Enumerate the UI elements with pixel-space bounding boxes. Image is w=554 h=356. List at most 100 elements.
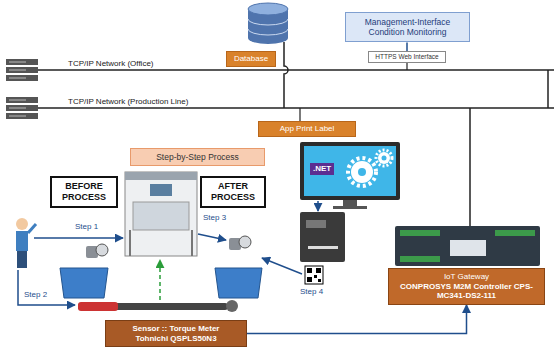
print-arrow [317,201,319,211]
node-text: CONPROSYS M2M Controller CPS-MC341-DS2-1… [392,282,541,301]
monitor-icon [378,152,390,164]
monitor-icon [348,158,376,186]
gateway-device [450,240,486,256]
stage-box: BEFORE PROCESS [50,176,118,208]
qr-code [318,279,321,282]
stage-box: AFTER PROCESS [200,176,266,208]
gauge-icon [229,236,251,250]
note-label: Step 2 [24,290,47,300]
sensor-box: Sensor :: Torque MeterTohnichi QSPLS50N3 [105,320,247,347]
monitor-icon [351,161,373,183]
machine-photo [191,230,193,256]
gateway-device [395,226,540,266]
worker-icon [16,218,28,230]
database-cylinder [248,19,288,25]
sensor-arrow [159,260,161,300]
qr-code [314,275,317,278]
printer-icon [306,220,326,228]
server-icon [6,97,38,103]
database-label: Database [226,51,276,67]
node-text: AFTER PROCESS [204,181,262,203]
qr-code [305,266,323,284]
qr-code [316,268,321,273]
monitor-icon [343,200,357,206]
note-label: Step 3 [203,213,226,223]
gateway-device [400,230,440,236]
qr-code [305,266,323,284]
network-line [38,107,554,109]
server-icon [9,62,26,63]
note-label: Step 4 [300,287,323,297]
monitor-icon [304,146,396,196]
web-link [406,62,407,70]
node-text: Step-by-Step Process [134,152,261,162]
network-line [38,69,554,71]
machine-photo [150,184,172,196]
node-text: IoT Gateway [392,272,541,282]
worker-icon [16,218,36,268]
machine-photo [125,172,197,256]
server-icon [6,105,38,111]
server-icon [6,97,38,119]
torque-wrench [78,303,228,310]
parts-bin [60,268,108,298]
server-icon [6,75,38,81]
node-text: Sensor :: Torque Meter [109,324,243,334]
qr-code [307,277,312,282]
node-text: HTTPS Web Interface [371,53,443,61]
server-icon [6,59,38,81]
printer-icon [300,212,345,262]
network-line [547,70,549,108]
machine-photo [129,230,131,256]
app-label: App Print Label [258,121,356,137]
server-icon [9,100,26,101]
connector [406,42,408,51]
monitor-icon [358,168,366,176]
parts-bin [215,268,262,298]
gateway-link [469,108,471,226]
step-arrow [198,234,226,240]
node-text: BEFORE PROCESS [54,181,114,203]
web-box: HTTPS Web Interface [368,51,446,63]
database-link [284,42,288,108]
platform-badge: .NET [310,163,334,175]
gateway-device [400,256,440,262]
machine-photo [125,172,197,256]
worker-icon [16,231,28,251]
qr-code [307,268,312,273]
node-text: Database [230,54,272,64]
node-text: Management-Interface Condition Monitorin… [349,17,466,37]
step-arrow [34,237,123,239]
note-label: TCP/IP Network (Office) [68,59,154,69]
machine-photo [133,202,189,230]
monitor-icon [300,142,400,200]
gateway-box: IoT GatewayCONPROSYS M2M Controller CPS-… [388,268,545,305]
note-label: Step 1 [75,222,98,232]
torque-wrench [78,302,118,311]
gateway-device [395,226,540,266]
torque-wrench [226,300,238,312]
database-cylinder [248,3,288,44]
monitor-icon [376,150,392,166]
database-cylinder [248,29,288,35]
gauge-icon [86,244,108,258]
worker-icon [28,224,36,233]
network-line [38,70,554,108]
gauge-icon [239,236,251,248]
note-label: TCP/IP Network (Production Line) [68,97,188,107]
monitor-icon [333,206,367,209]
process-banner: Step-by-Step Process [130,148,265,166]
server-icon [9,78,26,79]
torque-wrench [78,300,238,312]
printer-icon [308,246,338,249]
server-icon [6,113,38,119]
printer-icon [300,212,345,262]
server-icon [9,108,26,109]
interface-box: Management-Interface Condition Monitorin… [345,12,470,42]
worker-icon [17,251,27,268]
step-arrow [262,258,302,274]
connector [247,305,467,334]
server-icon [6,67,38,73]
